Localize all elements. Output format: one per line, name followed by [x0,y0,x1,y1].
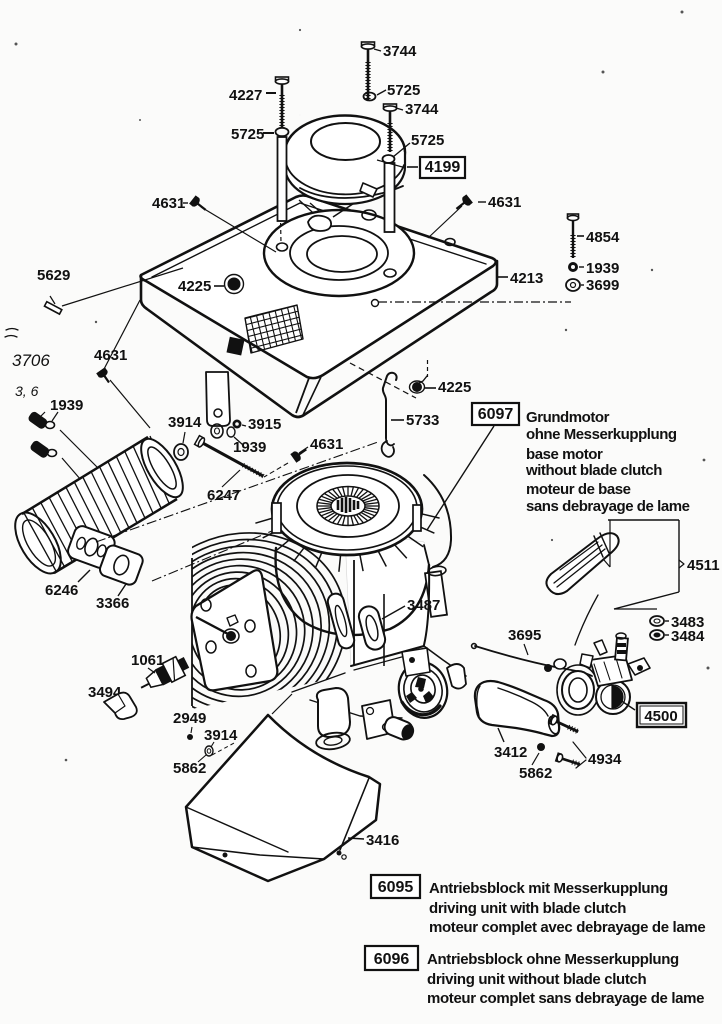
svg-text:4227: 4227 [229,87,262,104]
svg-text:driving unit without blade clu: driving unit without blade clutch [427,971,646,988]
svg-text:5725: 5725 [411,132,444,149]
svg-text:6096: 6096 [374,951,410,968]
svg-text:3914: 3914 [168,414,202,431]
svg-text:1939: 1939 [233,439,266,456]
svg-text:3695: 3695 [508,627,541,644]
svg-text:4934: 4934 [588,751,622,768]
svg-text:ohne Messerkupplung: ohne Messerkupplung [526,426,677,443]
svg-text:4213: 4213 [510,270,543,287]
svg-text:3744: 3744 [383,43,417,60]
svg-text:4631: 4631 [152,195,185,212]
svg-text:3412: 3412 [494,744,527,761]
svg-text:3706: 3706 [12,351,50,370]
svg-text:3484: 3484 [671,628,705,645]
svg-text:3915: 3915 [248,416,281,433]
svg-text:moteur complet sans debrayage: moteur complet sans debrayage de lame [427,990,704,1007]
svg-text:1939: 1939 [586,260,619,277]
svg-text:3487: 3487 [407,597,440,614]
svg-text:4631: 4631 [488,194,521,211]
svg-text:5725: 5725 [387,82,420,99]
svg-text:6095: 6095 [378,879,414,896]
svg-text:4500: 4500 [644,708,677,725]
svg-text:moteur de base: moteur de base [526,481,631,498]
svg-text:5629: 5629 [37,267,70,284]
svg-text:Grundmotor: Grundmotor [526,409,610,426]
svg-text:4225: 4225 [438,379,471,396]
svg-text:without blade clutch: without blade clutch [525,462,662,479]
svg-text:5733: 5733 [406,412,439,429]
svg-text:2949: 2949 [173,710,206,727]
svg-text:sans debrayage de lame: sans debrayage de lame [526,498,690,515]
svg-text:3914: 3914 [204,727,238,744]
svg-text:base motor: base motor [526,446,603,463]
svg-text:6246: 6246 [45,582,78,599]
svg-text:5862: 5862 [519,765,552,782]
svg-text:3416: 3416 [366,832,399,849]
svg-text:4511: 4511 [687,557,720,574]
svg-text:driving unit with blade clutch: driving unit with blade clutch [429,900,626,917]
svg-text:3744: 3744 [405,101,439,118]
svg-text:3699: 3699 [586,277,619,294]
svg-text:4631: 4631 [94,347,127,364]
svg-text:4854: 4854 [586,229,620,246]
svg-text:3483: 3483 [671,614,704,631]
svg-text:moteur complet avec debrayage: moteur complet avec debrayage de lame [429,919,705,936]
svg-text:Antriebsblock mit Messerkupplu: Antriebsblock mit Messerkupplung [429,880,668,897]
svg-text:6247: 6247 [207,487,240,504]
svg-text:3366: 3366 [96,595,129,612]
svg-text:5725: 5725 [231,126,264,143]
svg-text:4199: 4199 [425,159,461,176]
svg-text:3, 6: 3, 6 [15,383,39,399]
svg-text:Antriebsblock ohne Messerkuppl: Antriebsblock ohne Messerkupplung [427,951,679,968]
svg-text:4225: 4225 [178,278,211,295]
svg-text:1939: 1939 [50,397,83,414]
svg-text:5862: 5862 [173,760,206,777]
svg-text:1061: 1061 [131,652,164,669]
svg-text:4631: 4631 [310,436,343,453]
svg-text:6097: 6097 [478,406,514,423]
